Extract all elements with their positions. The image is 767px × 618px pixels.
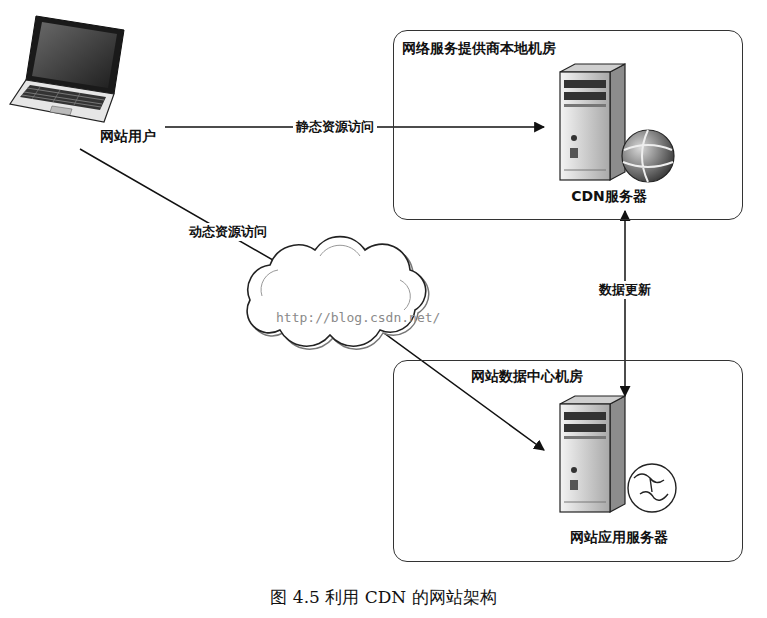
room-box: 网站数据中心机房网站应用服务器 — [393, 360, 743, 562]
connector-arrow — [624, 211, 626, 396]
room-heading: 网络服务提供商本地机房 — [394, 31, 742, 57]
node-label: CDN服务器 — [544, 63, 674, 211]
room-heading: 网站数据中心机房 — [394, 361, 742, 385]
figure-caption: 图 4.5 利用 CDN 的网站架构 — [0, 586, 767, 609]
connector-arrow — [80, 149, 544, 450]
node-label: 网站应用服务器 — [544, 396, 694, 552]
edge-label: 数据更新 — [596, 281, 654, 299]
room-box: 网络服务提供商本地机房 CDN服务器 — [393, 30, 743, 220]
server-node: 网站应用服务器 — [544, 396, 694, 552]
user-node: 网站用户 — [15, 15, 165, 149]
cloud-icon — [247, 237, 429, 350]
server-node: CDN服务器 — [544, 63, 674, 211]
edge-label: 静态资源访问 — [293, 118, 377, 136]
server-icon — [560, 64, 674, 182]
watermark: http://blog.csdn.net/ — [276, 310, 440, 325]
edge-label: 动态资源访问 — [186, 223, 270, 241]
laptop-icon — [10, 16, 124, 122]
server-icon — [560, 396, 676, 512]
node-label: 网站用户 — [15, 15, 165, 149]
